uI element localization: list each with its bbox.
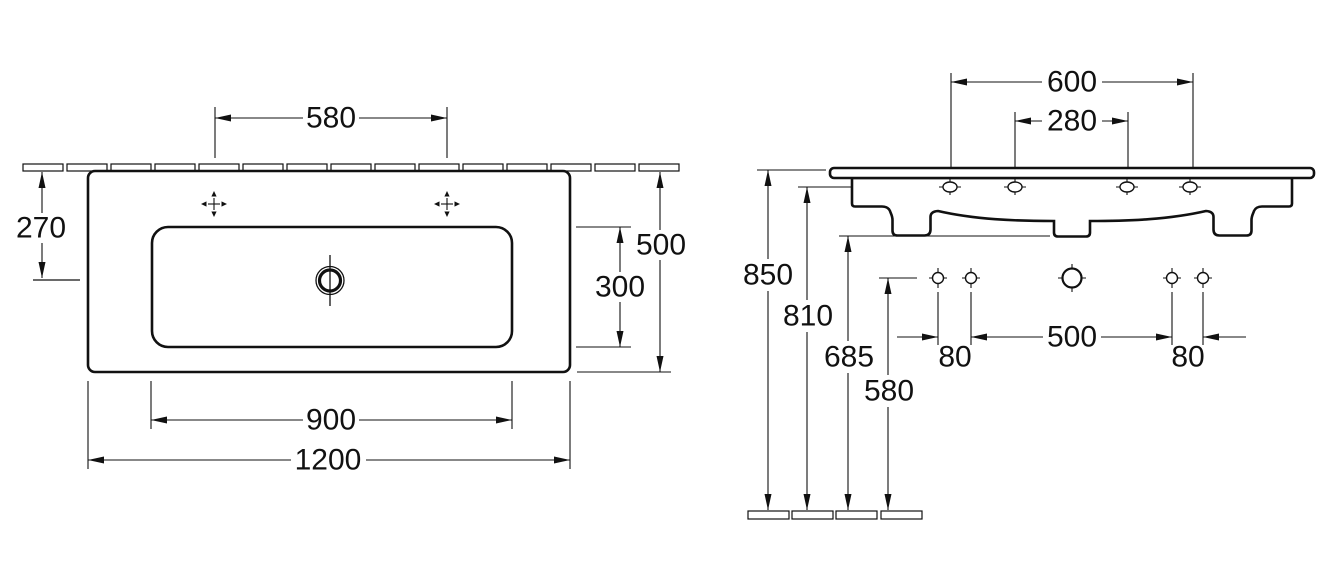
dim-mounting-spacing: 80 500 80 <box>897 292 1246 374</box>
mount-hole-3 <box>1163 268 1181 288</box>
dim-width-bowl: 900 <box>150 381 513 437</box>
dim-fixing-inner: 280 <box>1014 105 1129 167</box>
dim-label-600: 600 <box>1047 66 1097 99</box>
dim-width-total: 1200 <box>87 381 571 477</box>
mount-hole-center <box>1058 264 1086 292</box>
dim-label-580-height: 580 <box>864 375 914 408</box>
dim-height-rim: 850 <box>743 170 793 510</box>
bowl-outline <box>150 225 514 349</box>
top-view: 580 270 500 300 <box>16 102 686 477</box>
dim-label-850: 850 <box>743 259 793 292</box>
dim-depth-total: 500 <box>577 172 686 373</box>
mount-hole-1 <box>929 268 947 288</box>
mounting-holes <box>929 264 1212 292</box>
mount-hole-4 <box>1194 268 1212 288</box>
floor-hatch <box>747 510 923 520</box>
dim-label-80-right: 80 <box>1171 341 1204 374</box>
dim-label-810: 810 <box>783 300 833 333</box>
dim-label-580-top: 580 <box>306 102 356 135</box>
dim-label-1200: 1200 <box>295 444 362 477</box>
rim-fixing-holes <box>939 179 1201 195</box>
dim-label-80-left: 80 <box>938 341 971 374</box>
wall-hatch <box>22 163 680 172</box>
dim-height-mounting: 580 <box>864 278 914 510</box>
dim-label-280: 280 <box>1047 105 1097 138</box>
fixing-hole-1 <box>939 179 961 195</box>
front-view: 600 280 850 810 <box>743 66 1316 520</box>
dim-label-900: 900 <box>306 404 356 437</box>
dim-label-500-span: 500 <box>1047 321 1097 354</box>
fixing-hole-2 <box>1004 179 1026 195</box>
fixing-hole-3 <box>1116 179 1138 195</box>
faucet-mark-left <box>201 191 227 217</box>
fixing-hole-4 <box>1179 179 1201 195</box>
tap-hole <box>315 255 345 306</box>
faucet-mark-right <box>434 191 460 217</box>
dim-depth-bowl: 300 <box>576 226 645 348</box>
dim-label-270: 270 <box>16 212 66 245</box>
basin-front-profile <box>850 176 1294 238</box>
dim-taphole-spacing: 580 <box>214 102 448 158</box>
rim-slab <box>828 166 1316 180</box>
dim-height-under-rim: 810 <box>783 187 833 510</box>
dim-fixing-outer: 600 <box>950 66 1194 167</box>
dim-label-500-depth: 500 <box>636 229 686 262</box>
dim-label-300: 300 <box>595 271 645 304</box>
dim-label-685: 685 <box>824 341 874 374</box>
dim-height-ceramic-bottom: 685 <box>824 236 874 510</box>
dim-tap-center-from-wall: 270 <box>16 172 66 278</box>
mount-hole-2 <box>962 268 980 288</box>
